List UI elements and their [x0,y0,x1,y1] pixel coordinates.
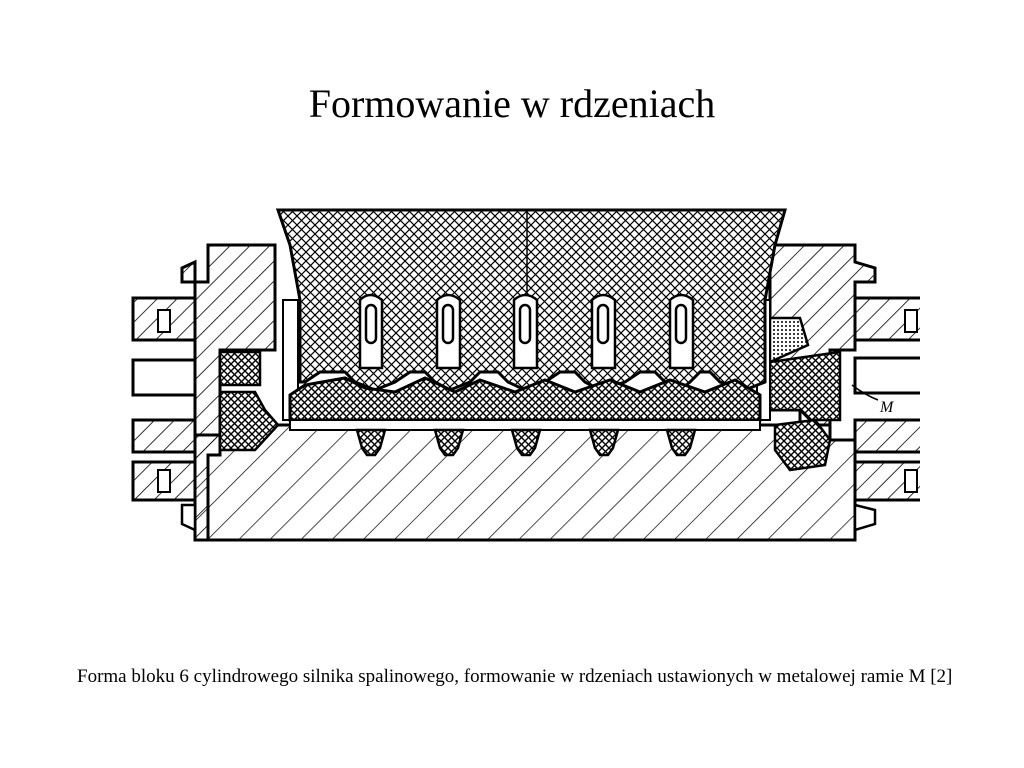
cylinder-finger [512,293,539,370]
cylinder-finger [358,293,384,370]
label-m: M [879,399,895,416]
mold-cross-section-diagram: M [131,208,920,542]
left-side-cores [218,299,299,452]
cylinder-fingers [358,293,695,370]
frame-m-label: M [851,384,895,416]
slide-title: Formowanie w rdzeniach [308,81,716,126]
cylinder-finger [590,293,617,370]
cylinder-finger [668,293,695,370]
bearing-core-prints [355,428,697,457]
cylinder-finger [435,293,462,370]
figure-caption: Forma bloku 6 cylindrowego silnika spali… [77,666,953,687]
crankcase-core [288,376,762,431]
right-flask-wall [768,243,920,532]
left-flask-wall [131,243,277,542]
